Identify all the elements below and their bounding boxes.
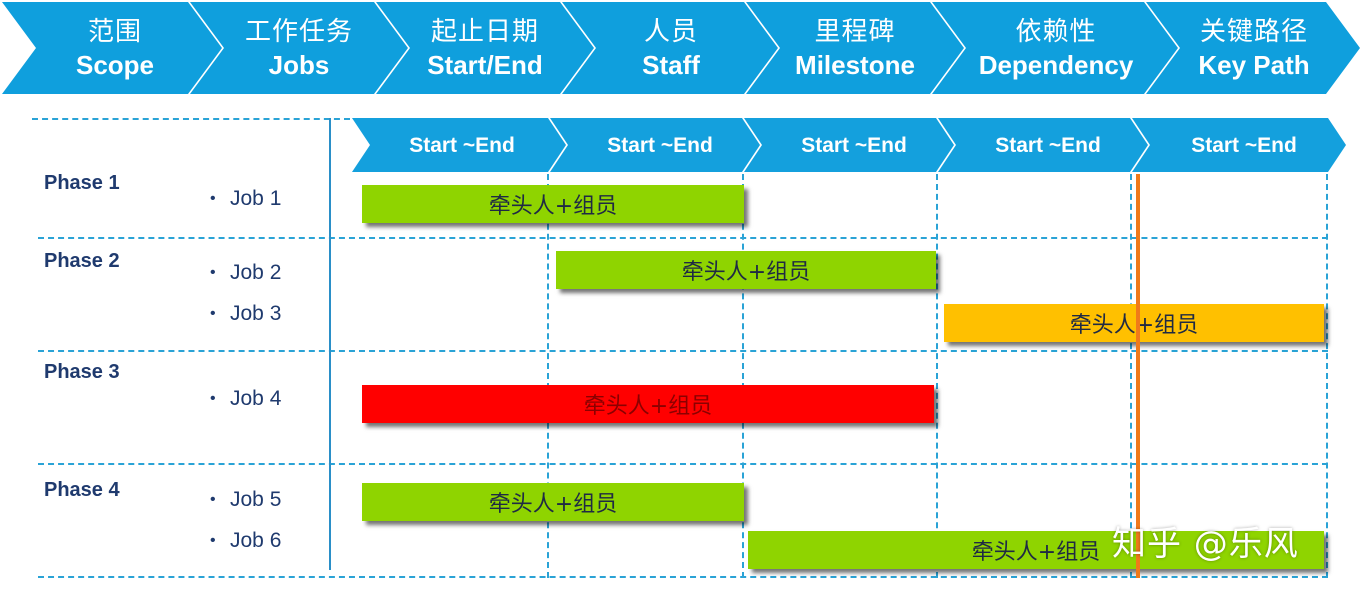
time-label-2: Start ~End	[607, 134, 713, 157]
grid-line-row-1	[38, 237, 1328, 239]
chevron-cn-label: 范围	[87, 17, 142, 47]
chevron-cn-label: 依赖性	[1015, 17, 1097, 47]
bullet-icon: •	[210, 390, 216, 407]
chevron-label-milestone: 里程碑 Milestone	[770, 10, 940, 86]
bullet-icon: •	[210, 190, 216, 207]
chevron-label-key-path: 关键路径 Key Path	[1170, 10, 1338, 86]
job-item-2: • Job 2	[210, 261, 281, 285]
grid-line-col-1	[547, 174, 549, 578]
banner-chevrons	[2, 2, 1360, 94]
chevron-label-scope: 范围 Scope	[30, 10, 200, 86]
bullet-icon: •	[210, 532, 216, 549]
chevron-en-label: Dependency	[978, 50, 1134, 80]
time-chevron-1	[352, 118, 566, 172]
gantt-bar-job-6[interactable]: 牵头人+组员	[748, 531, 1324, 569]
time-label-1: Start ~End	[409, 134, 515, 157]
grid-line-col-5	[1326, 174, 1328, 578]
job-label: Job 4	[230, 387, 282, 410]
process-banner: 范围 Scope 工作任务 Jobs 起止日期 Start/End 人员 Sta…	[0, 0, 1362, 96]
chevron-milestone	[746, 2, 964, 94]
chevron-cn-label: 起止日期	[430, 17, 539, 47]
gantt-bar-job-2[interactable]: 牵头人+组员	[556, 251, 936, 289]
chevron-label-dependency: 依赖性 Dependency	[958, 10, 1154, 86]
chevron-scope	[2, 2, 222, 94]
bullet-icon: •	[210, 305, 216, 322]
chevron-staff	[562, 2, 778, 94]
job-item-6: • Job 6	[210, 529, 281, 553]
gantt-bar-job-3[interactable]: 牵头人+组员	[944, 304, 1324, 342]
gantt-bar-job-1[interactable]: 牵头人+组员	[362, 185, 744, 223]
time-label-3: Start ~End	[801, 134, 907, 157]
chevron-label-staff: 人员 Staff	[586, 10, 756, 86]
grid-line-col-3	[936, 174, 938, 578]
job-item-1: • Job 1	[210, 187, 281, 211]
grid-line-bottom	[38, 576, 1328, 578]
grid-line-top	[32, 118, 350, 120]
chevron-en-label: Staff	[642, 50, 700, 80]
milestone-line	[1136, 174, 1140, 578]
chevron-en-label: Start/End	[427, 50, 543, 80]
job-item-4: • Job 4	[210, 387, 281, 411]
chevron-en-label: Jobs	[268, 50, 330, 80]
job-label: Job 5	[230, 488, 282, 511]
bullet-icon: •	[210, 264, 216, 281]
chevron-label-jobs: 工作任务 Jobs	[214, 10, 384, 86]
time-chevron-3	[744, 118, 954, 172]
job-label: Job 3	[230, 302, 282, 325]
label-column-divider	[329, 118, 331, 570]
job-label: Job 2	[230, 261, 282, 284]
phase-label-3: Phase 3	[44, 361, 120, 383]
chevron-jobs	[190, 2, 408, 94]
chevron-dependency	[932, 2, 1178, 94]
grid-line-row-2	[38, 350, 1328, 352]
watermark: 知乎 @乐风	[1112, 524, 1299, 564]
job-item-5: • Job 5	[210, 488, 281, 512]
chevron-cn-label: 里程碑	[814, 17, 896, 47]
gantt-bar-job-4[interactable]: 牵头人+组员	[362, 385, 934, 423]
chevron-cn-label: 人员	[643, 17, 698, 47]
grid-line-row-3	[38, 463, 1328, 465]
time-chevron-2	[550, 118, 760, 172]
phase-label-2: Phase 2	[44, 250, 120, 272]
gantt-bar-job-5[interactable]: 牵头人+组员	[362, 483, 744, 521]
bullet-icon: •	[210, 491, 216, 508]
job-label: Job 1	[230, 187, 282, 210]
job-label: Job 6	[230, 529, 282, 552]
chevron-cn-label: 工作任务	[244, 17, 353, 47]
chevron-cn-label: 关键路径	[1199, 17, 1308, 47]
grid-line-col-4	[1130, 174, 1132, 578]
time-chevron-5	[1132, 118, 1346, 172]
chevron-en-label: Key Path	[1198, 50, 1310, 80]
time-label-5: Start ~End	[1191, 134, 1297, 157]
phase-label-1: Phase 1	[44, 172, 120, 194]
time-header-chevrons	[352, 118, 1346, 172]
chevron-en-label: Milestone	[795, 50, 915, 80]
time-chevron-4	[938, 118, 1148, 172]
phase-label-4: Phase 4	[44, 479, 120, 501]
job-item-3: • Job 3	[210, 302, 281, 326]
grid-line-col-2	[742, 174, 744, 578]
chevron-en-label: Scope	[75, 50, 155, 80]
time-label-4: Start ~End	[995, 134, 1101, 157]
chevron-label-start-end: 起止日期 Start/End	[400, 10, 570, 86]
chevron-key-path	[1146, 2, 1360, 94]
chevron-start-end	[376, 2, 594, 94]
